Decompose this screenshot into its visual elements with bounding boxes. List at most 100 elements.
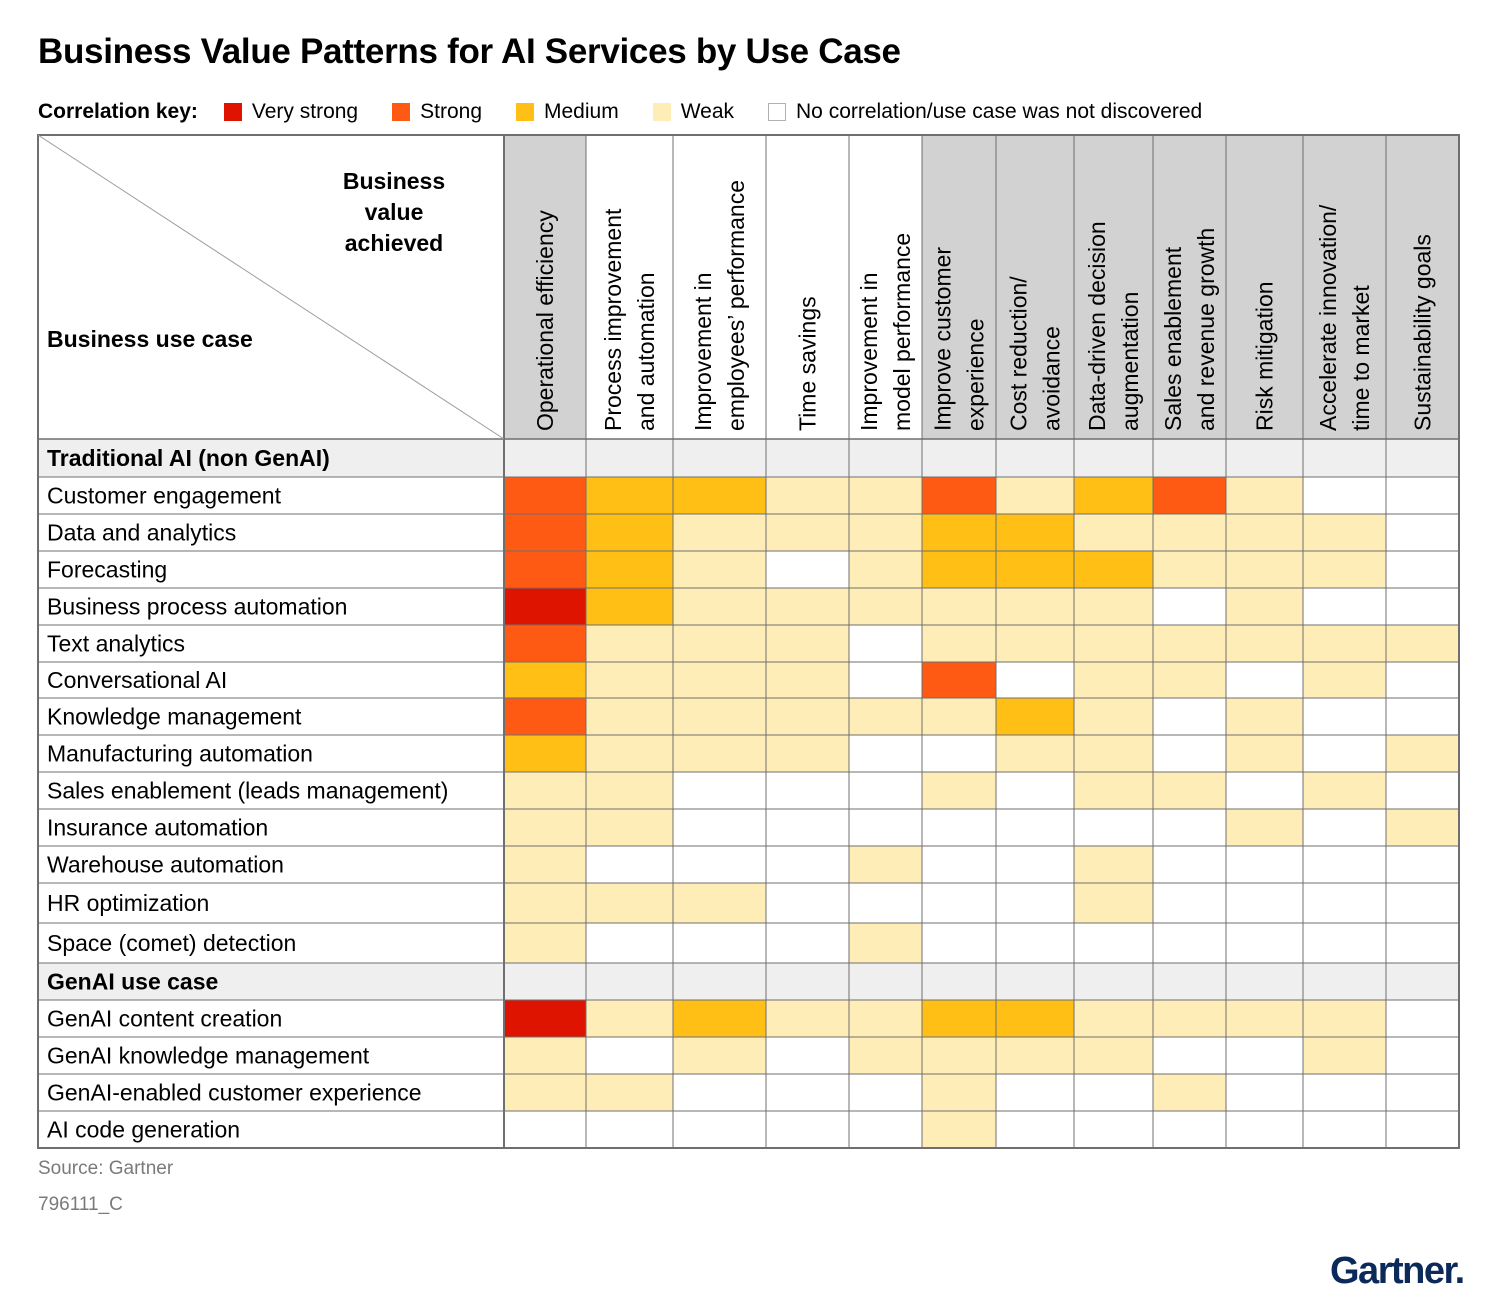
- heatmap-cell-conversational-ai-8: [1074, 662, 1153, 698]
- heatmap-cell-business-process-automation-3: [673, 588, 766, 625]
- row-label-cell: [38, 846, 504, 883]
- column-header-sales-enablement-and-revenue-growth: Sales enablement: [1160, 246, 1186, 431]
- heatmap-cell-ai-code-generation-2: [586, 1111, 673, 1148]
- heatmap-cell-space-comet-detection-3: [673, 923, 766, 963]
- heatmap-cell-warehouse-automation-1: [504, 846, 586, 883]
- column-header-cost-reduction-avoidance: Cost reduction/: [1006, 276, 1032, 431]
- heatmap-cell-text-analytics-5: [849, 625, 922, 662]
- heatmap-cell-text-analytics-1: [504, 625, 586, 662]
- heatmap-cell-conversational-ai-4: [766, 662, 849, 698]
- heatmap-cell-genai-content-creation-1: [504, 1000, 586, 1037]
- column-header-data-driven-decision-augmentation: augmentation: [1117, 292, 1143, 431]
- heatmap-cell-genai-enabled-customer-experience-3: [673, 1074, 766, 1111]
- heatmap-cell-sales-enablement-leads-management-5: [849, 772, 922, 809]
- key-label-medium: Medium: [544, 100, 619, 123]
- heatmap-cell-text-analytics-2: [586, 625, 673, 662]
- row-label-cell: [38, 883, 504, 923]
- heatmap-cell-space-comet-detection-8: [1074, 923, 1153, 963]
- heatmap-cell-knowledge-management-9: [1153, 698, 1226, 735]
- heatmap-cell-forecasting-11: [1303, 551, 1386, 588]
- heatmap-cell-knowledge-management-10: [1226, 698, 1303, 735]
- heatmap-cell-data-and-analytics-8: [1074, 514, 1153, 551]
- heatmap-cell-sales-enablement-leads-management-11: [1303, 772, 1386, 809]
- column-header-accelerate-innovation-time-to-market: time to market: [1348, 285, 1374, 431]
- heatmap-cell-data-and-analytics-4: [766, 514, 849, 551]
- heatmap-cell-hr-optimization-3: [673, 883, 766, 923]
- heatmap-cell-data-and-analytics-3: [673, 514, 766, 551]
- heatmap-cell-text-analytics-9: [1153, 625, 1226, 662]
- heatmap-cell-insurance-automation-11: [1303, 809, 1386, 846]
- row-label: Conversational AI: [47, 667, 227, 693]
- row-label-cell: [38, 551, 504, 588]
- row-label-cell: [38, 809, 504, 846]
- heatmap-cell-genai-content-creation-10: [1226, 1000, 1303, 1037]
- heatmap-cell-genai-knowledge-management-5: [849, 1037, 922, 1074]
- heatmap-cell-hr-optimization-7: [996, 883, 1074, 923]
- heatmap-cell-text-analytics-6: [922, 625, 996, 662]
- heatmap-cell-knowledge-management-7: [996, 698, 1074, 735]
- row-label: GenAI knowledge management: [47, 1043, 370, 1069]
- heatmap-cell-conversational-ai-6: [922, 662, 996, 698]
- heatmap-cell-genai-enabled-customer-experience-5: [849, 1074, 922, 1111]
- heatmap-cell-text-analytics-3: [673, 625, 766, 662]
- heatmap-cell-text-analytics-8: [1074, 625, 1153, 662]
- key-label-weak: Weak: [680, 100, 735, 123]
- heatmap-cell-genai-knowledge-management-3: [673, 1037, 766, 1074]
- heatmap-cell-knowledge-management-8: [1074, 698, 1153, 735]
- row-label: Data and analytics: [47, 520, 236, 546]
- heatmap-cell-sales-enablement-leads-management-2: [586, 772, 673, 809]
- key-label-strong: Strong: [420, 100, 482, 123]
- row-label-cell: [38, 735, 504, 772]
- column-header-cell: [1153, 135, 1226, 439]
- heatmap-cell-customer-engagement-3: [673, 477, 766, 514]
- heatmap-cell-ai-code-generation-5: [849, 1111, 922, 1148]
- heatmap-cell-knowledge-management-1: [504, 698, 586, 735]
- table-border: [37, 134, 1460, 1149]
- heatmap-cell-conversational-ai-11: [1303, 662, 1386, 698]
- heatmap-cell-genai-content-creation-9: [1153, 1000, 1226, 1037]
- heatmap-cell-manufacturing-automation-7: [996, 735, 1074, 772]
- heatmap-cell-warehouse-automation-12: [1386, 846, 1459, 883]
- row-label-cell: [38, 1111, 504, 1148]
- heatmap-cell-text-analytics-7: [996, 625, 1074, 662]
- heatmap-cell-warehouse-automation-9: [1153, 846, 1226, 883]
- heatmap-cell-data-and-analytics-7: [996, 514, 1074, 551]
- column-header-improve-customer-experience: experience: [963, 318, 989, 431]
- row-label-cell: [38, 625, 504, 662]
- heatmap-cell-ai-code-generation-12: [1386, 1111, 1459, 1148]
- heatmap-cell-knowledge-management-6: [922, 698, 996, 735]
- heatmap-cell-conversational-ai-7: [996, 662, 1074, 698]
- heatmap-cell-business-process-automation-10: [1226, 588, 1303, 625]
- heatmap-cell-forecasting-12: [1386, 551, 1459, 588]
- heatmap-cell-genai-enabled-customer-experience-9: [1153, 1074, 1226, 1111]
- heatmap-cell-forecasting-3: [673, 551, 766, 588]
- heatmap-cell-ai-code-generation-6: [922, 1111, 996, 1148]
- column-header-cell: [1386, 135, 1459, 439]
- heatmap-cell-genai-knowledge-management-9: [1153, 1037, 1226, 1074]
- heatmap-cell-customer-engagement-10: [1226, 477, 1303, 514]
- row-label-cell: [38, 772, 504, 809]
- row-label: Warehouse automation: [47, 852, 284, 878]
- row-label-cell: [38, 698, 504, 735]
- heatmap-cell-sales-enablement-leads-management-7: [996, 772, 1074, 809]
- heatmap-cell-sales-enablement-leads-management-12: [1386, 772, 1459, 809]
- row-label: Forecasting: [47, 557, 167, 583]
- heatmap-cell-data-and-analytics-1: [504, 514, 586, 551]
- heatmap-cell-genai-enabled-customer-experience-2: [586, 1074, 673, 1111]
- heatmap-cell-hr-optimization-8: [1074, 883, 1153, 923]
- source-note: Source: Gartner: [38, 1158, 174, 1179]
- column-header-cell: [673, 135, 766, 439]
- heatmap-cell-manufacturing-automation-3: [673, 735, 766, 772]
- heatmap-cell-genai-knowledge-management-2: [586, 1037, 673, 1074]
- heatmap-cell-warehouse-automation-5: [849, 846, 922, 883]
- column-header-sales-enablement-and-revenue-growth: and revenue growth: [1193, 228, 1219, 431]
- heatmap-cell-insurance-automation-12: [1386, 809, 1459, 846]
- key-swatch-weak: [652, 103, 671, 121]
- row-label: Insurance automation: [47, 815, 268, 841]
- heatmap-cell-hr-optimization-12: [1386, 883, 1459, 923]
- row-label: Manufacturing automation: [47, 741, 313, 767]
- heatmap-cell-space-comet-detection-11: [1303, 923, 1386, 963]
- heatmap-cell-genai-content-creation-11: [1303, 1000, 1386, 1037]
- heatmap-cell-genai-content-creation-6: [922, 1000, 996, 1037]
- row-label: Space (comet) detection: [47, 930, 296, 956]
